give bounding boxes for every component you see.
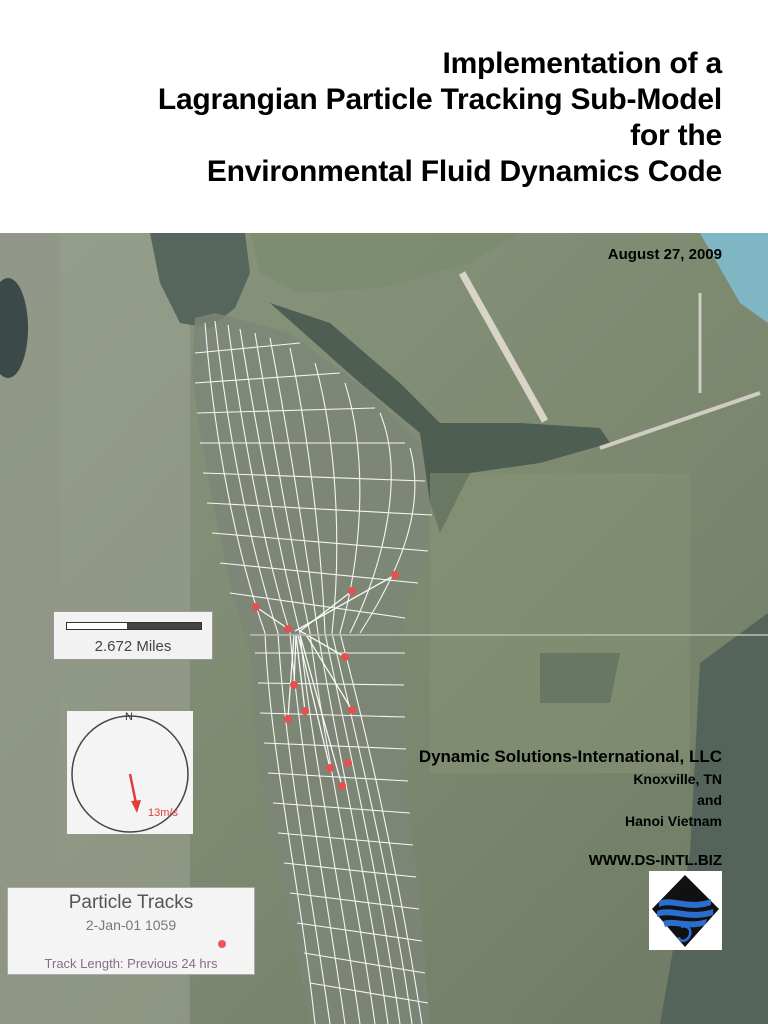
compass-north-label: N [125, 711, 133, 723]
company-and: and [697, 792, 722, 808]
scale-label: 2.672 Miles [94, 638, 172, 655]
legend-track-length: Track Length: Previous 24 hrs [44, 956, 218, 971]
title-block: Implementation of a Lagrangian Particle … [82, 46, 722, 190]
company-logo [649, 871, 722, 950]
compass-box: N 13m/s [67, 711, 193, 834]
scale-bar-segment [127, 623, 201, 629]
publication-date: August 27, 2009 [607, 246, 722, 263]
website-link[interactable]: WWW.DS-INTL.BIZ [588, 852, 722, 869]
particle-tracks-legend: Particle Tracks 2-Jan-01 1059 Track Leng… [7, 887, 255, 975]
title-line-3: for the [630, 119, 722, 152]
scale-bar [66, 622, 202, 630]
company-location-2: Hanoi Vietnam [625, 813, 722, 829]
scale-bar-box: 2.672 Miles [53, 611, 213, 660]
title-line-2: Lagrangian Particle Tracking Sub-Model [157, 83, 722, 116]
title-line-4: Environmental Fluid Dynamics Code [206, 155, 722, 188]
compass-icon [71, 715, 189, 833]
company-name: Dynamic Solutions-International, LLC [418, 747, 722, 766]
logo-icon [652, 875, 719, 947]
company-location: Knoxville, TN [633, 771, 722, 787]
company-block: Dynamic Solutions-International, LLC Kno… [419, 745, 722, 832]
legend-date: 2-Jan-01 1059 [85, 917, 177, 933]
legend-title: Particle Tracks [68, 892, 194, 913]
particles [252, 571, 399, 790]
satellite-map [0, 233, 768, 1024]
title-line-1: Implementation of a [442, 47, 722, 80]
map-image [0, 233, 768, 1024]
compass-speed-label: 13m/s [148, 807, 178, 819]
particle-dot-icon [218, 940, 226, 948]
